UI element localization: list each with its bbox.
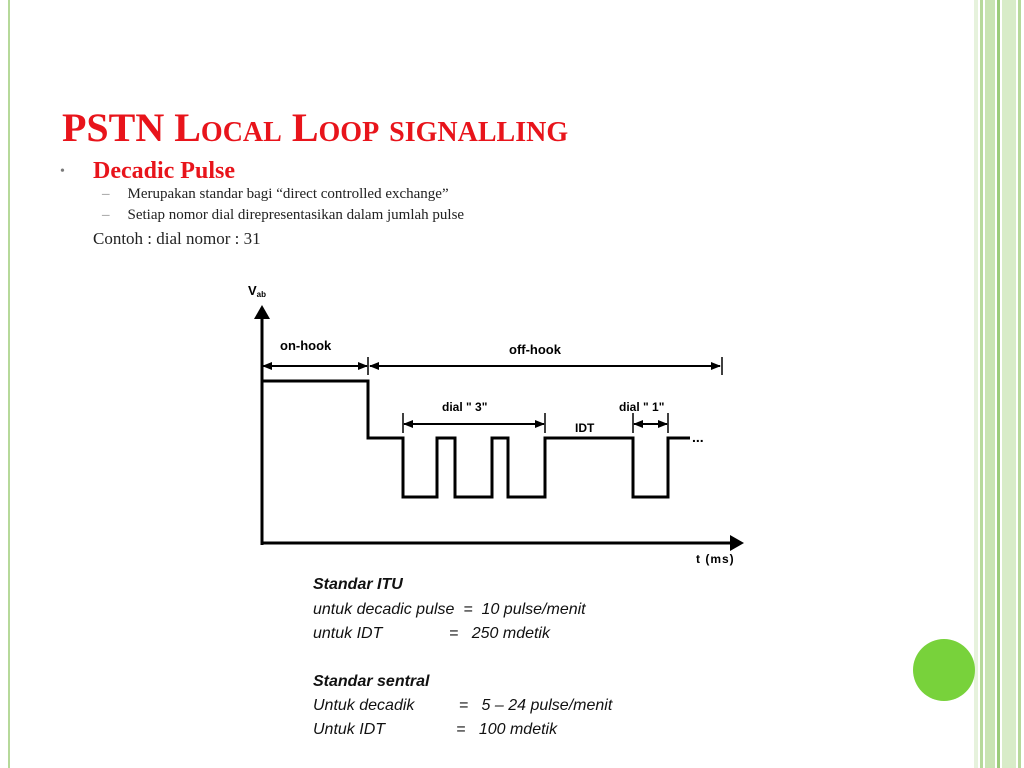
sub-item-text: Setiap nomor dial direpresentasikan dala… [127, 207, 465, 223]
bullet-label: Decadic Pulse [93, 158, 235, 184]
dash-icon: – [102, 186, 110, 202]
decorative-circle [913, 639, 975, 701]
page-title: PSTN Local Loop signalling [62, 105, 569, 150]
bullet-dot-icon: • [60, 164, 65, 179]
signal-waveform [262, 379, 690, 499]
itu-pulse-line: untuk decadic pulse = 10 pulse/menit [313, 601, 586, 618]
left-border [0, 0, 10, 768]
idt-label: IDT [575, 421, 595, 435]
dash-icon: – [102, 207, 110, 223]
sub-item-text: Merupakan standar bagi “direct controlle… [127, 186, 449, 202]
sub-item: – Merupakan standar bagi “direct controll… [102, 186, 449, 203]
example-text: Contoh : dial nomor : 31 [93, 229, 261, 248]
itu-idt-line: untuk IDT = 250 mdetik [313, 625, 550, 642]
sub-item: – Setiap nomor dial direpresentasikan dal… [102, 207, 464, 224]
x-axis [262, 535, 744, 551]
decadic-pulse-diagram: Vab t (ms) ... on-hook off-hook dial " 3… [248, 283, 744, 566]
dial-1-label: dial " 1" [619, 400, 664, 414]
itu-heading: Standar ITU [313, 576, 403, 593]
sentral-heading: Standar sentral [313, 673, 430, 690]
right-border-stripes [974, 0, 1024, 768]
waveform-ellipsis: ... [692, 429, 704, 445]
off-hook-label: off-hook [509, 342, 562, 357]
sentral-idt-line: Untuk IDT = 100 mdetik [313, 721, 558, 738]
x-axis-label: t (ms) [696, 552, 735, 566]
on-hook-label: on-hook [280, 338, 332, 353]
y-axis-label: Vab [248, 283, 266, 299]
y-axis [254, 305, 270, 545]
sentral-pulse-line: Untuk decadik = 5 – 24 pulse/menit [313, 697, 613, 714]
dial-3-label: dial " 3" [442, 400, 487, 414]
